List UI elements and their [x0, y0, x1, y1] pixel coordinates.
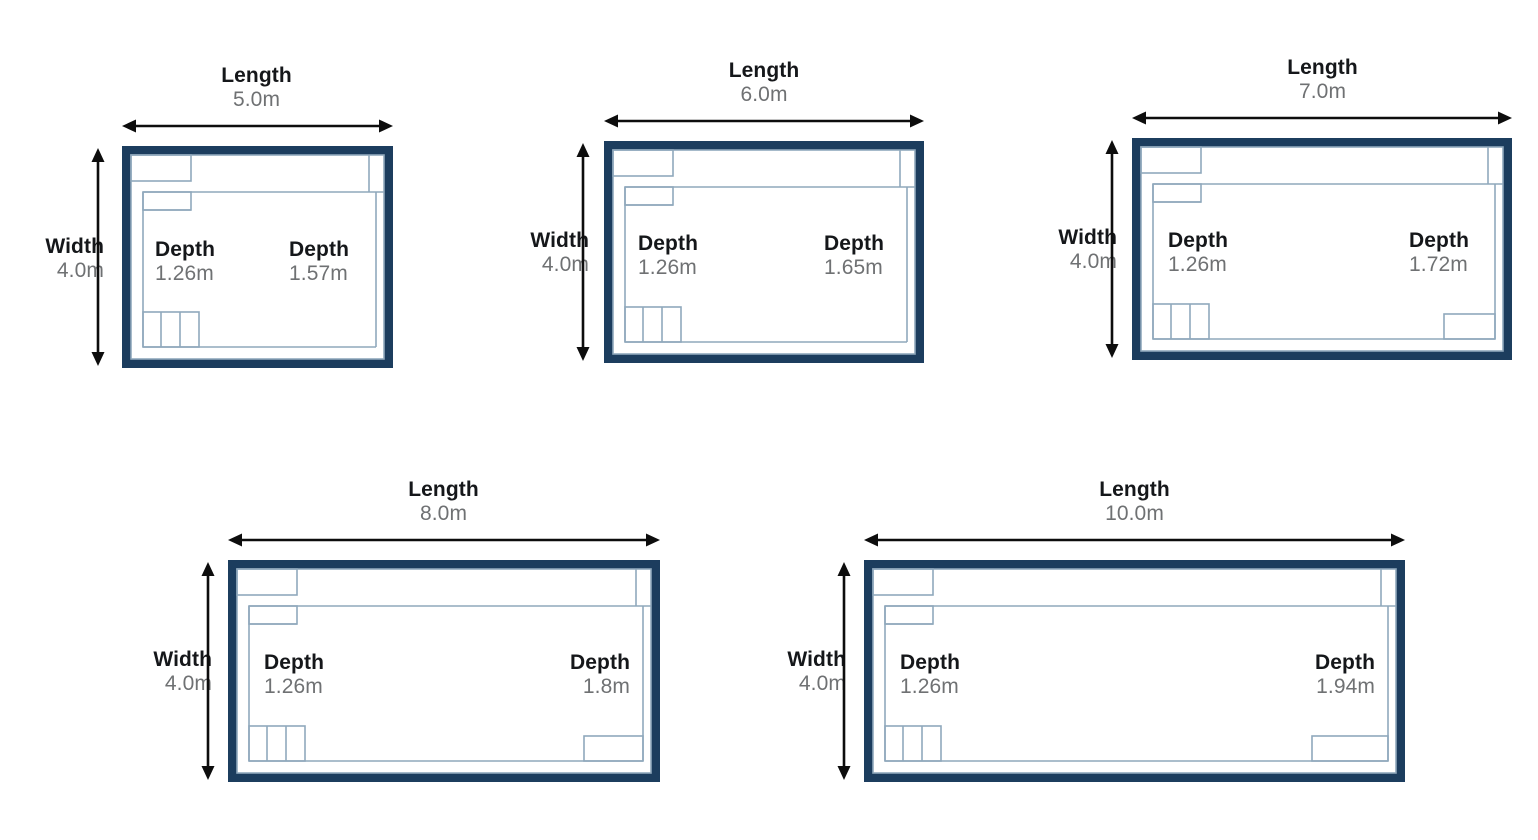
width-value-8m: 4.0m [164, 671, 212, 695]
shallow-depth-title-6m: Depth [638, 232, 698, 255]
width-label-group-7m: Width 4.0m [1013, 226, 1117, 273]
deep-depth-label-group-10m: Depth 1.94m [1255, 651, 1375, 698]
width-value-7m: 4.0m [1069, 249, 1117, 273]
width-value-6m: 4.0m [541, 252, 589, 276]
width-label-group-8m: Width 4.0m [108, 648, 212, 695]
width-dimension-arrow-8m [200, 562, 216, 780]
width-value-5m: 4.0m [56, 258, 104, 282]
width-label-group-6m: Width 4.0m [485, 229, 589, 276]
width-label-group-10m: Width 4.0m [742, 648, 846, 695]
deep-depth-title-10m: Depth [1315, 651, 1375, 674]
deep-depth-value-8m: 1.8m [582, 674, 630, 698]
deep-depth-value-10m: 1.94m [1316, 674, 1375, 698]
length-dimension-arrow-5m [122, 118, 393, 134]
pool-shell-5m [122, 146, 393, 368]
length-dimension-arrow-7m [1132, 110, 1512, 126]
deep-depth-title-6m: Depth [824, 232, 884, 255]
shallow-depth-value-6m: 1.26m [638, 255, 697, 279]
length-title-6m: Length [728, 59, 800, 82]
length-title-8m: Length [408, 478, 479, 501]
pool-shell-10m [864, 560, 1405, 782]
length-label-group-10m: Length 10.0m [1007, 478, 1262, 525]
shallow-depth-title-8m: Depth [264, 651, 324, 674]
length-title-7m: Length [1287, 56, 1358, 79]
width-title-8m: Width [153, 648, 212, 671]
length-title-5m: Length [221, 64, 292, 87]
deep-depth-value-5m: 1.57m [289, 261, 348, 285]
length-dimension-arrow-10m [864, 532, 1405, 548]
width-title-6m: Width [530, 229, 589, 252]
deep-depth-value-6m: 1.65m [824, 255, 883, 279]
width-dimension-arrow-10m [836, 562, 852, 780]
width-title-5m: Width [45, 235, 104, 258]
length-value-10m: 10.0m [1105, 501, 1164, 525]
deep-depth-value-7m: 1.72m [1409, 252, 1468, 276]
deep-depth-title-8m: Depth [570, 651, 630, 674]
length-title-10m: Length [1099, 478, 1170, 501]
width-dimension-arrow-6m [575, 143, 591, 361]
length-label-group-5m: Length 5.0m [134, 64, 379, 111]
shallow-depth-label-group-6m: Depth 1.26m [638, 232, 698, 279]
pool-shell-6m [604, 141, 924, 363]
pool-shell-8m [228, 560, 660, 782]
shallow-depth-title-5m: Depth [155, 238, 215, 261]
shallow-depth-value-8m: 1.26m [264, 674, 323, 698]
width-title-10m: Width [787, 648, 846, 671]
width-value-10m: 4.0m [798, 671, 846, 695]
shallow-depth-value-7m: 1.26m [1168, 252, 1227, 276]
width-title-7m: Width [1058, 226, 1117, 249]
length-dimension-arrow-8m [228, 532, 660, 548]
length-value-7m: 7.0m [1298, 79, 1347, 103]
shallow-depth-label-group-10m: Depth 1.26m [900, 651, 960, 698]
length-value-5m: 5.0m [232, 87, 281, 111]
width-dimension-arrow-7m [1104, 140, 1120, 358]
shallow-depth-title-10m: Depth [900, 651, 960, 674]
shallow-depth-title-7m: Depth [1168, 229, 1228, 252]
shallow-depth-label-group-8m: Depth 1.26m [264, 651, 324, 698]
shallow-depth-label-group-7m: Depth 1.26m [1168, 229, 1228, 276]
pool-shell-7m [1132, 138, 1512, 360]
length-label-group-6m: Length 6.0m [635, 59, 893, 106]
deep-depth-title-5m: Depth [289, 238, 349, 261]
deep-depth-label-group-6m: Depth 1.65m [824, 232, 884, 279]
shallow-depth-value-5m: 1.26m [155, 261, 214, 285]
width-dimension-arrow-5m [90, 148, 106, 366]
length-value-6m: 6.0m [740, 82, 788, 106]
deep-depth-label-group-7m: Depth 1.72m [1409, 229, 1469, 276]
deep-depth-label-group-5m: Depth 1.57m [289, 238, 349, 285]
shallow-depth-value-10m: 1.26m [900, 674, 959, 698]
deep-depth-title-7m: Depth [1409, 229, 1469, 252]
length-dimension-arrow-6m [604, 113, 924, 129]
deep-depth-label-group-8m: Depth 1.8m [518, 651, 630, 698]
length-label-group-7m: Length 7.0m [1195, 56, 1450, 103]
shallow-depth-label-group-5m: Depth 1.26m [155, 238, 215, 285]
width-label-group-5m: Width 4.0m [0, 235, 104, 282]
length-label-group-8m: Length 8.0m [316, 478, 571, 525]
length-value-8m: 8.0m [419, 501, 468, 525]
